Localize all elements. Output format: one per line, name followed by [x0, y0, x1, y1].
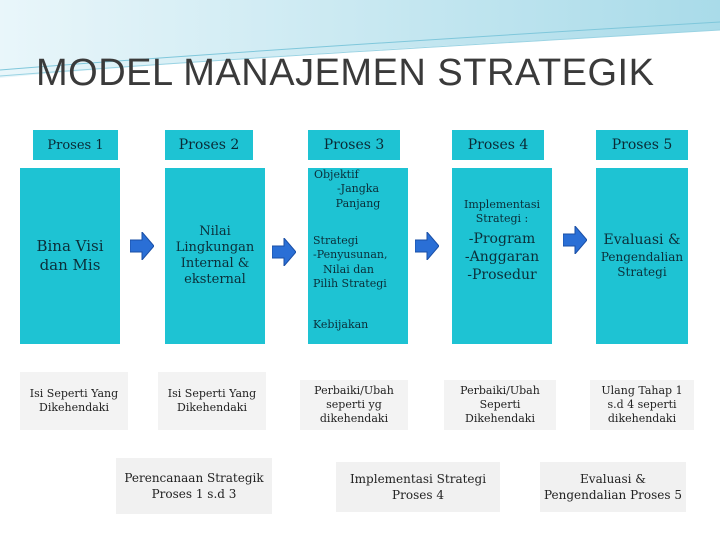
- process-2-line: Nilai: [199, 223, 231, 239]
- process-2-header-label: Proses 2: [178, 137, 240, 153]
- process-1-line: Bina Visi: [36, 236, 104, 255]
- process-4-top-line: Strategi :: [475, 211, 529, 225]
- process-3-header-label: Proses 3: [323, 137, 385, 153]
- process-3-line: Pilih Strategi: [313, 276, 387, 290]
- arrow-right-icon: [563, 226, 587, 254]
- process-5-note: Ulang Tahap 1 s.d 4 seperti dikehendaki: [590, 380, 694, 430]
- process-2-line: eksternal: [184, 272, 246, 288]
- process-4-line: -Anggaran: [464, 249, 540, 266]
- note-line: Dikehendaki: [465, 411, 535, 425]
- note-line: Perbaiki/Ubah: [314, 384, 394, 398]
- note-line: dikehendaki: [607, 411, 677, 425]
- process-2-line: Lingkungan: [175, 239, 255, 255]
- process-4-box: Implementasi Strategi : -Program -Anggar…: [452, 168, 552, 344]
- process-4-header-label: Proses 4: [467, 137, 529, 153]
- process-3-line: -Penyusunan,: [313, 248, 388, 262]
- process-3-top-line: -Jangka: [336, 182, 380, 196]
- note-line: Dikehendaki: [39, 401, 109, 414]
- process-1-header-label: Proses 1: [47, 137, 104, 153]
- phase-line: Perencanaan Strategik: [124, 470, 264, 485]
- note-line: dikehendaki: [319, 411, 389, 425]
- process-1-box: Bina Visi dan Mis: [20, 168, 120, 344]
- phase-line: Pengendalian Proses 5: [544, 488, 682, 502]
- note-line: Isi Seperti Yang: [167, 387, 257, 401]
- process-5-line: Evaluasi &: [603, 232, 681, 249]
- process-5-line: Strategi: [617, 265, 667, 280]
- process-4-note: Perbaiki/Ubah Seperti Dikehendaki: [444, 380, 556, 430]
- process-1-line: dan Mis: [39, 256, 101, 274]
- phase-line: Proses 4: [392, 488, 444, 502]
- process-3-header: Proses 3: [308, 130, 400, 160]
- process-4-top-line: Implementasi: [463, 198, 540, 211]
- process-3-top-line: Panjang: [335, 196, 381, 210]
- process-1-note: Isi Seperti Yang Dikehendaki: [20, 372, 128, 430]
- note-line: Ulang Tahap 1: [601, 384, 683, 398]
- phase-line: Proses 1 s.d 3: [151, 487, 237, 501]
- arrow-right-icon: [130, 232, 154, 260]
- process-2-box: Nilai Lingkungan Internal & eksternal: [165, 168, 265, 344]
- header-wave-decoration: [0, 0, 720, 78]
- arrow-right-icon: [415, 232, 439, 260]
- phase-line: Evaluasi &: [580, 471, 646, 486]
- process-3-bottom: Kebijakan: [313, 318, 369, 331]
- phase-evaluation: Evaluasi & Pengendalian Proses 5: [540, 462, 686, 512]
- note-line: Dikehendaki: [177, 401, 247, 414]
- process-3-line: Nilai dan: [323, 262, 374, 276]
- process-1-header: Proses 1: [33, 130, 118, 160]
- process-5-header: Proses 5: [596, 130, 688, 160]
- process-4-header: Proses 4: [452, 130, 544, 160]
- process-4-line: -Prosedur: [467, 267, 537, 284]
- phase-implementation: Implementasi Strategi Proses 4: [336, 462, 500, 512]
- note-line: seperti yg: [326, 398, 382, 412]
- arrow-right-icon: [272, 238, 296, 266]
- process-3-line: Strategi: [313, 234, 359, 247]
- process-5-box: Evaluasi & Pengendalian Strategi: [596, 168, 688, 344]
- process-4-line: -Program: [468, 231, 536, 247]
- process-3-note: Perbaiki/Ubah seperti yg dikehendaki: [300, 380, 408, 430]
- note-line: Seperti: [479, 398, 521, 412]
- phase-line: Implementasi Strategi: [349, 471, 487, 486]
- process-5-header-label: Proses 5: [611, 137, 673, 153]
- process-5-line: Pengendalian: [600, 249, 684, 264]
- process-3-box: Objektif -Jangka Panjang Strategi -Penyu…: [308, 168, 408, 344]
- process-2-note: Isi Seperti Yang Dikehendaki: [158, 372, 266, 430]
- note-line: s.d 4 seperti: [607, 398, 677, 412]
- note-line: Isi Seperti Yang: [29, 387, 119, 401]
- process-2-header: Proses 2: [165, 130, 253, 160]
- note-line: Perbaiki/Ubah: [460, 384, 540, 398]
- process-2-line: Internal &: [180, 256, 250, 271]
- page-title: MODEL MANAJEMEN STRATEGIK: [36, 52, 655, 94]
- process-3-top-line: Objektif: [314, 168, 359, 181]
- phase-planning: Perencanaan Strategik Proses 1 s.d 3: [116, 458, 272, 514]
